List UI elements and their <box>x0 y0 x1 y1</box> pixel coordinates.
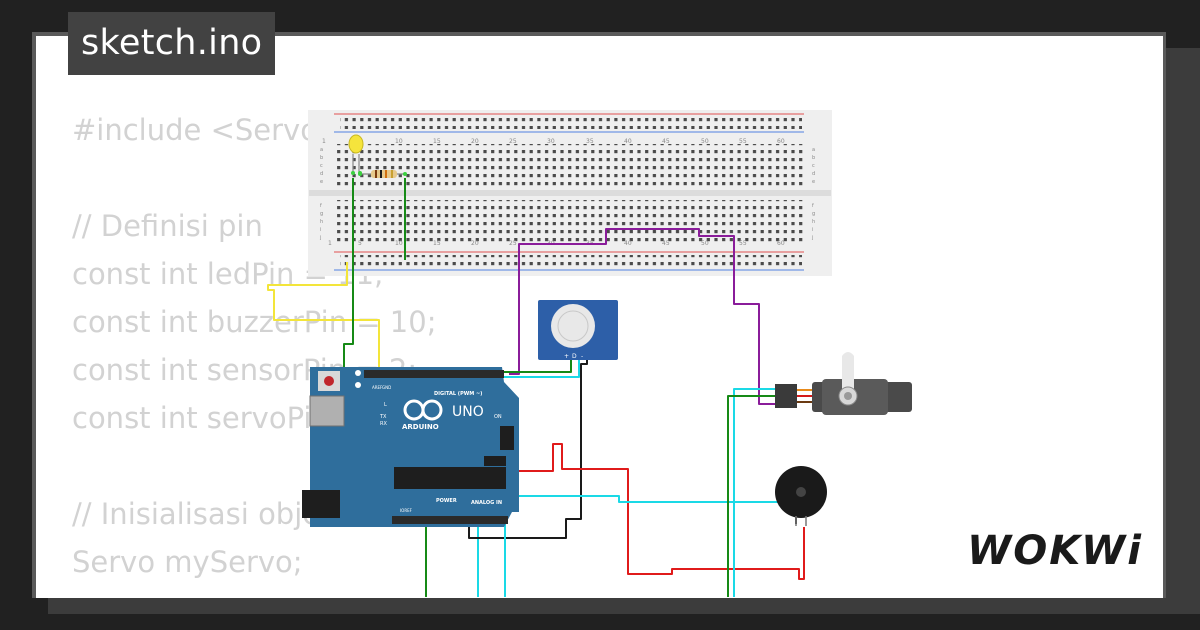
rx-label: RX <box>380 421 387 427</box>
bb-col-35: 35 <box>586 138 594 145</box>
buzzer-component[interactable] <box>775 466 827 526</box>
bb-col-10-bottom: 10 <box>395 240 403 247</box>
bb-row-d: d <box>320 171 323 177</box>
bb-col-25-bottom: 25 <box>509 240 517 247</box>
bb-row-h-right: h <box>812 219 815 225</box>
bb-col-5-bottom: 5 <box>358 240 362 247</box>
bb-col-30: 30 <box>547 138 555 145</box>
l-label: L <box>384 402 387 408</box>
bb-row-b-right: b <box>812 155 815 161</box>
bb-row-c-right: c <box>812 163 815 169</box>
bb-row-a-right: a <box>812 147 815 153</box>
bb-row-i: i <box>320 227 321 233</box>
tx-label: TX <box>379 414 387 420</box>
wokwi-logo: WOKWi <box>967 528 1143 574</box>
bb-col-55-bottom: 55 <box>739 240 747 247</box>
pir-pin-gnd: - <box>581 353 583 360</box>
aref-label: AREF <box>372 385 383 390</box>
board-brand: ARDUINO <box>402 423 439 431</box>
bb-col-20-bottom: 20 <box>471 240 479 247</box>
circuit-diagram: 1 5 10 15 20 25 30 35 40 45 50 55 60 1 5… <box>267 110 912 597</box>
code-line-5: const int buzzerPin = 10; <box>72 305 437 339</box>
file-tab-sketch[interactable]: sketch.ino <box>68 12 276 75</box>
resistor-component[interactable] <box>358 170 407 178</box>
bb-col-55: 55 <box>739 138 747 145</box>
arduino-infinity-icon <box>403 399 443 421</box>
wire-black-pir <box>468 358 588 539</box>
code-line-3: // Definisi pin <box>72 209 263 243</box>
digital-header <box>364 370 504 378</box>
bb-col-40: 40 <box>624 138 632 145</box>
bb-col-50: 50 <box>701 138 709 145</box>
power-analog-header <box>392 516 508 524</box>
atmega-chip <box>394 467 506 489</box>
bb-row-g: g <box>320 211 323 217</box>
bb-row-c: c <box>320 163 323 169</box>
power-jack <box>302 490 340 518</box>
breadboard: 1 5 10 15 20 25 30 35 40 45 50 55 60 1 5… <box>308 110 832 276</box>
bb-col-40-bottom: 40 <box>624 240 632 247</box>
gnd-label: GND <box>382 385 391 390</box>
pir-sensor[interactable]: + D - <box>538 300 618 360</box>
wire-green-servo <box>727 395 777 597</box>
servo-motor[interactable] <box>775 352 912 415</box>
bb-col-20: 20 <box>471 138 479 145</box>
bb-col-1-bottom: 1 <box>328 240 332 247</box>
bb-col-10: 10 <box>395 138 403 145</box>
bb-row-f-right: f <box>812 203 814 209</box>
wire-purple <box>509 228 779 405</box>
arduino-uno-board[interactable]: UNO ARDUINO DIGITAL (PWM ~) ANALOG IN PO… <box>302 367 519 527</box>
pir-pin-data: D <box>572 353 577 360</box>
usb-port <box>309 395 345 427</box>
board-model: UNO <box>452 404 484 420</box>
power-label: POWER <box>436 498 457 504</box>
bb-row-j: j <box>319 235 321 241</box>
bb-col-15-bottom: 15 <box>433 240 441 247</box>
bb-col-15: 15 <box>433 138 441 145</box>
on-label: ON <box>494 414 502 420</box>
bb-row-e: e <box>320 179 323 185</box>
icsp-header <box>500 426 514 450</box>
bb-col-50-bottom: 50 <box>701 240 709 247</box>
wire-yellow <box>267 262 380 378</box>
led-component[interactable] <box>348 134 364 175</box>
pir-pin-vcc: + <box>564 353 569 360</box>
bb-row-b: b <box>320 155 323 161</box>
wire-cyan-servo2 <box>733 388 777 597</box>
bb-row-e-right: e <box>812 179 815 185</box>
analog-label: ANALOG IN <box>471 500 502 506</box>
bb-row-i-right: i <box>812 227 813 233</box>
reset-button-cap <box>324 376 334 386</box>
bb-row-d-right: d <box>812 171 815 177</box>
bb-col-60: 60 <box>777 138 785 145</box>
code-line-10: Servo myServo; <box>72 545 303 579</box>
bb-col-1: 1 <box>322 138 326 145</box>
ioref-label: IOREF <box>400 508 413 513</box>
digital-label: DIGITAL (PWM ~) <box>434 391 482 397</box>
bb-row-f: f <box>320 203 322 209</box>
bb-col-45-bottom: 45 <box>662 240 670 247</box>
bb-col-60-bottom: 60 <box>777 240 785 247</box>
bb-row-j-right: j <box>811 235 813 241</box>
bb-col-45: 45 <box>662 138 670 145</box>
bb-col-25: 25 <box>509 138 517 145</box>
bb-row-g-right: g <box>812 211 815 217</box>
bb-row-a: a <box>320 147 323 153</box>
bb-row-h: h <box>320 219 323 225</box>
